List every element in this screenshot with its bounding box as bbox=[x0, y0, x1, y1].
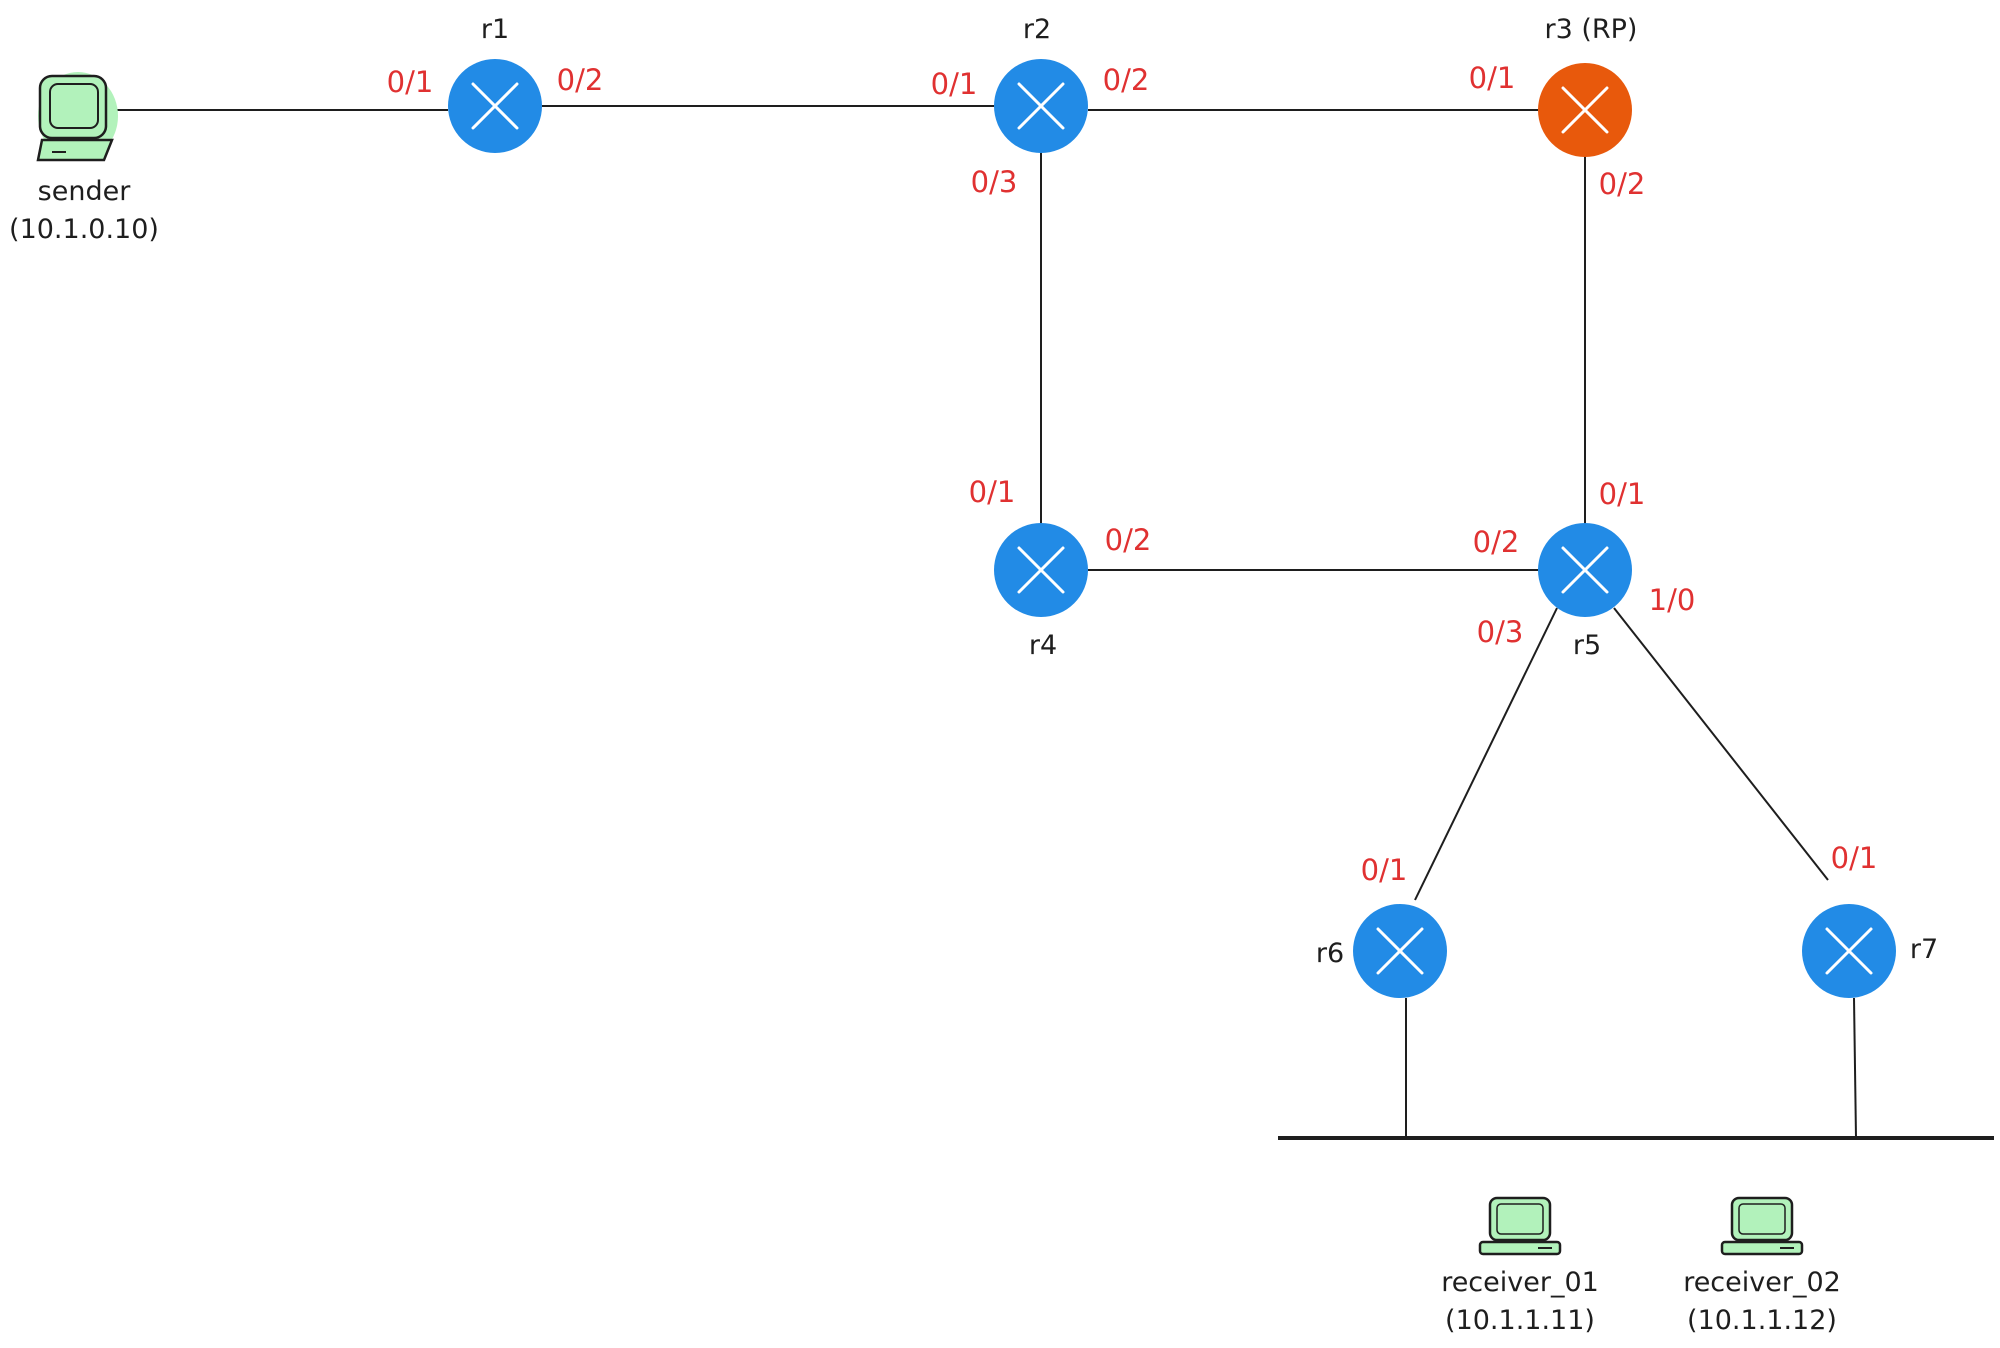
router-r5[interactable]: r5 bbox=[1538, 523, 1632, 661]
router-r7-label: r7 bbox=[1910, 934, 1938, 965]
link-r7-lan bbox=[1853, 997, 1857, 1139]
port-r2-r4-side: 0/3 bbox=[971, 165, 1018, 199]
port-r6-r5-side: 0/1 bbox=[1361, 853, 1408, 887]
port-r5-r7-side: 1/0 bbox=[1649, 583, 1696, 617]
host-receiver-01[interactable]: receiver_01 (10.1.1.11) bbox=[1441, 1196, 1599, 1336]
port-r5-r3-side: 0/1 bbox=[1599, 477, 1646, 511]
link-r5-r7 bbox=[1613, 607, 1829, 881]
router-r7[interactable]: r7 bbox=[1802, 904, 1938, 998]
port-r1-r2-side: 0/2 bbox=[557, 63, 604, 97]
router-r2[interactable]: r2 bbox=[994, 14, 1088, 153]
router-r6[interactable]: r6 bbox=[1316, 904, 1447, 998]
router-r6-label: r6 bbox=[1316, 938, 1344, 969]
link-r5-r6 bbox=[1414, 607, 1558, 901]
port-r5-r6-side: 0/3 bbox=[1477, 615, 1524, 649]
router-r2-label: r2 bbox=[1023, 14, 1051, 45]
receiver-01-ip: (10.1.1.11) bbox=[1445, 1305, 1595, 1336]
port-r5-r4-side: 0/2 bbox=[1473, 525, 1520, 559]
router-r1[interactable]: r1 bbox=[448, 14, 542, 153]
port-r2-r3-side: 0/2 bbox=[1103, 63, 1150, 97]
port-r1-sender-side: 0/1 bbox=[387, 65, 434, 99]
receiver-02-name: receiver_02 bbox=[1683, 1267, 1841, 1298]
receiver-01-name: receiver_01 bbox=[1441, 1267, 1599, 1298]
port-r2-r1-side: 0/1 bbox=[931, 67, 978, 101]
links bbox=[115, 105, 1994, 1140]
router-r4[interactable]: r4 bbox=[994, 523, 1088, 661]
host-receiver-02[interactable]: receiver_02 (10.1.1.12) bbox=[1683, 1196, 1841, 1336]
port-r3-r2-side: 0/1 bbox=[1469, 61, 1516, 95]
port-r3-r5-side: 0/2 bbox=[1599, 167, 1646, 201]
laptop-icon bbox=[1720, 1196, 1804, 1256]
port-r4-r5-side: 0/2 bbox=[1105, 523, 1152, 557]
router-r4-label: r4 bbox=[1029, 630, 1057, 661]
sender-ip: (10.1.0.10) bbox=[9, 214, 159, 245]
port-labels: 0/1 0/2 0/1 0/2 0/1 0/3 0/1 0/2 0/1 0/2 … bbox=[387, 61, 1878, 887]
router-r3-label: r3 (RP) bbox=[1545, 14, 1638, 45]
host-sender[interactable]: sender (10.1.0.10) bbox=[9, 72, 159, 245]
router-r3-rp[interactable]: r3 (RP) bbox=[1538, 14, 1637, 157]
router-r5-label: r5 bbox=[1573, 630, 1601, 661]
port-r4-r2-side: 0/1 bbox=[969, 475, 1016, 509]
monitor-icon bbox=[36, 72, 118, 162]
port-r7-r5-side: 0/1 bbox=[1831, 841, 1878, 875]
receiver-02-ip: (10.1.1.12) bbox=[1687, 1305, 1837, 1336]
router-r1-label: r1 bbox=[481, 14, 509, 45]
sender-name: sender bbox=[38, 176, 132, 207]
laptop-icon bbox=[1478, 1196, 1562, 1256]
